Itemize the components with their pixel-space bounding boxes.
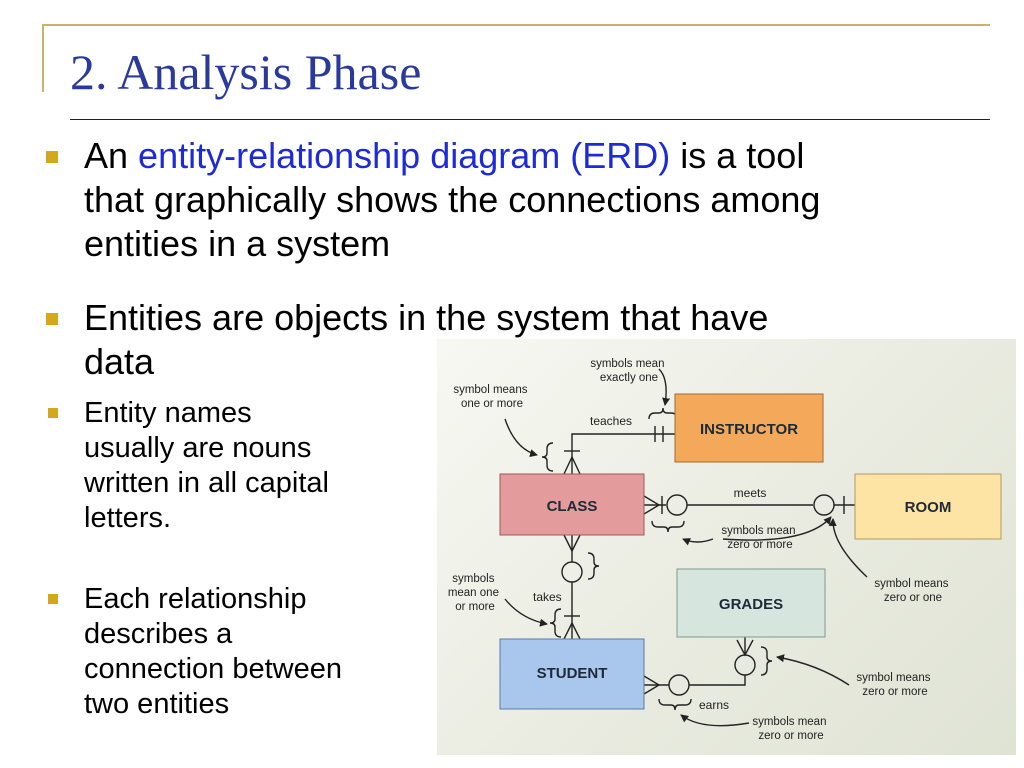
bullet-line: data xyxy=(84,341,155,382)
exactly-one-bars xyxy=(654,426,664,442)
relationship-earns: earns xyxy=(699,698,729,712)
bullet-square-icon xyxy=(46,313,58,325)
annotation-one-or-more: symbol means one or more xyxy=(453,384,530,410)
annotation-zero-or-more-student: symbols mean zero or more xyxy=(752,716,829,742)
crows-foot-student-earns xyxy=(643,675,661,695)
brace xyxy=(549,608,562,638)
entity-student xyxy=(499,638,645,710)
annotation-arrow xyxy=(658,368,671,406)
zero-circle xyxy=(668,674,690,696)
annotation-zero-or-more-grades: symbol means zero or more xyxy=(856,672,933,698)
annotation-arrow xyxy=(828,518,868,578)
annotation-zero-or-more-class: symbols mean zero or more xyxy=(721,525,798,551)
bullet-line: usually are nouns xyxy=(84,432,312,464)
bullet-text: Each relationship describes a connection… xyxy=(84,582,434,722)
zero-circle xyxy=(813,494,835,516)
annotation-arrow xyxy=(776,654,850,686)
bullet-square-icon xyxy=(48,594,58,604)
entity-instructor-label: INSTRUCTOR xyxy=(700,421,798,438)
bullet-line: letters. xyxy=(84,502,172,534)
zero-circle xyxy=(734,654,756,676)
bullet-line: Entities are objects in the system that … xyxy=(84,297,769,338)
relationship-teaches: teaches xyxy=(590,414,632,428)
zero-circle xyxy=(561,561,583,583)
bullet-line: describes a xyxy=(84,618,233,650)
bullet-text: Entities are objects in the system that … xyxy=(84,296,984,384)
bullet-line: An entity-relationship diagram (ERD) is … xyxy=(84,135,805,176)
zero-circle xyxy=(666,494,688,516)
teaches-connector xyxy=(571,433,675,474)
slide-title: 2. Analysis Phase xyxy=(70,44,422,100)
bullet-line: that graphically shows the connections a… xyxy=(84,179,821,220)
entity-instructor xyxy=(674,393,824,463)
bullet-line: connection between xyxy=(84,653,342,685)
crows-foot-class-takes xyxy=(563,534,581,553)
relationship-takes: takes xyxy=(533,590,562,604)
entity-class xyxy=(499,473,645,536)
bullet-square-icon xyxy=(48,408,58,418)
annotation-arrow xyxy=(722,516,832,541)
entity-room-label: ROOM xyxy=(905,499,952,516)
frame-top-line xyxy=(42,24,990,26)
brace xyxy=(760,646,773,676)
bullet-square-icon xyxy=(46,151,58,163)
crows-foot-class-teaches xyxy=(563,455,581,475)
brace xyxy=(648,407,678,420)
crows-foot-grades xyxy=(736,639,754,657)
crows-foot-class-meets xyxy=(643,495,663,515)
annotation-exactly-one: symbols mean exactly one xyxy=(590,358,667,384)
earns-connector xyxy=(689,675,746,686)
entity-class-label: CLASS xyxy=(547,498,598,515)
brace xyxy=(541,442,554,472)
brace xyxy=(587,552,600,580)
bullet-line: Entity names xyxy=(84,397,252,429)
erd-diagram: INSTRUCTOR CLASS ROOM GRADES STUDENT tea… xyxy=(437,339,1016,755)
entity-student-label: STUDENT xyxy=(537,665,608,682)
bullet-text: An entity-relationship diagram (ERD) is … xyxy=(84,134,984,266)
entity-grades-label: GRADES xyxy=(719,596,783,613)
annotation-zero-or-one: symbol means zero or one xyxy=(874,578,951,604)
annotation-arrow xyxy=(504,598,548,627)
erd-diagram-svg: INSTRUCTOR CLASS ROOM GRADES STUDENT tea… xyxy=(448,358,1002,742)
annotation-arrow xyxy=(504,418,538,458)
annotation-arrow xyxy=(680,714,750,727)
bullet-line: written in all capital xyxy=(84,467,329,499)
relationship-meets: meets xyxy=(734,486,767,500)
annotation-mean-one-or-more: symbols mean one or more xyxy=(448,573,502,613)
entity-room xyxy=(854,473,1002,540)
brace xyxy=(658,698,692,711)
frame-left-line xyxy=(42,24,44,92)
entity-grades xyxy=(676,568,826,638)
bullet-line: entities in a system xyxy=(84,223,391,264)
brace xyxy=(651,520,685,533)
erd-highlight: entity-relationship diagram (ERD) xyxy=(138,135,671,176)
bullet-line: two entities xyxy=(84,688,230,720)
crows-foot-student xyxy=(563,621,581,640)
bullet-line: Each relationship xyxy=(84,583,307,615)
annotation-arrow xyxy=(682,538,714,546)
bullet-text: Entity names usually are nouns written i… xyxy=(84,396,434,536)
title-rule xyxy=(70,119,990,120)
